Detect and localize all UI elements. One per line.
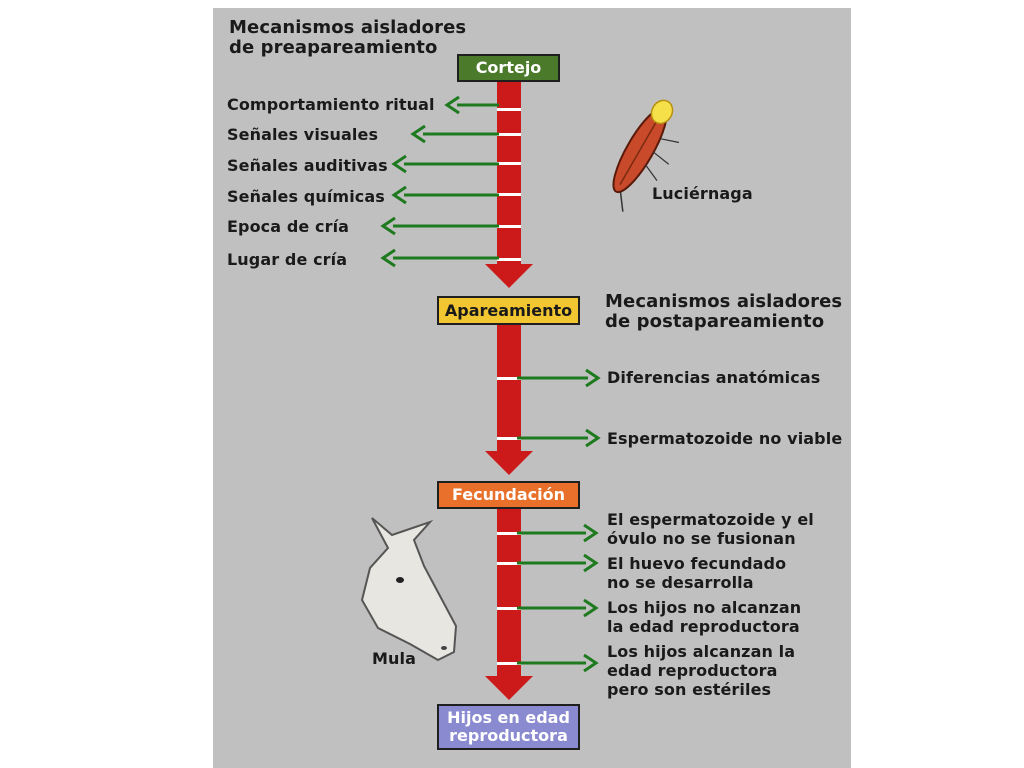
stem-notch <box>497 532 521 535</box>
stem-notch <box>497 225 521 228</box>
post-mating-label: Espermatozoide no viable <box>607 429 843 448</box>
diagram-panel <box>213 8 851 768</box>
stem-notch <box>497 377 521 380</box>
firefly-leg <box>644 164 658 181</box>
stem-segment <box>497 325 521 455</box>
stem-notch <box>497 133 521 136</box>
stem-notch <box>497 193 521 196</box>
post-mating-label: Diferencias anatómicas <box>607 368 821 387</box>
mule-eye <box>396 577 404 583</box>
stem-arrowhead <box>485 264 533 288</box>
pre-mating-arrow <box>391 185 407 205</box>
post-fertilization-label: El espermatozoide y el óvulo no se fusio… <box>607 510 814 548</box>
stem-notch <box>497 562 521 565</box>
stem-notch <box>497 437 521 440</box>
post-fertilization-arrow <box>583 598 599 618</box>
firefly-leg <box>652 151 670 165</box>
post-fertilization-arrow <box>583 523 599 543</box>
stage-mating: Apareamiento <box>437 296 580 325</box>
post-fertilization-arrow <box>583 553 599 573</box>
pre-mating-label: Señales químicas <box>227 187 385 206</box>
pre-mating-arrow <box>380 248 396 268</box>
stem-notch <box>497 108 521 111</box>
post-fertilization-label: Los hijos no alcanzan la edad reproducto… <box>607 598 802 636</box>
post-mating-arrow <box>585 428 601 448</box>
stem-segment <box>497 509 521 680</box>
pre-mating-arrow <box>444 95 460 115</box>
stem-notch <box>497 662 521 665</box>
post-mating-arrow <box>585 368 601 388</box>
stage-courtship: Cortejo <box>457 54 560 82</box>
pre-mating-heading: Mecanismos aisladores de preapareamiento <box>229 17 467 58</box>
pre-mating-label: Señales visuales <box>227 125 379 144</box>
firefly-leg <box>660 138 680 144</box>
mule-nostril <box>441 646 447 650</box>
pre-mating-arrow <box>391 154 407 174</box>
post-fertilization-label: El huevo fecundado no se desarrolla <box>607 554 787 592</box>
pre-mating-arrow <box>380 216 396 236</box>
firefly-wing-line <box>619 114 661 186</box>
stage-offspring: Hijos en edad reproductora <box>437 704 580 750</box>
stem-arrowhead <box>485 676 533 700</box>
firefly-caption: Luciérnaga <box>652 184 753 203</box>
pre-mating-label: Señales auditivas <box>227 156 388 175</box>
post-fertilization-label: Los hijos alcanzan la edad reproductora … <box>607 642 796 699</box>
pre-mating-label: Comportamiento ritual <box>227 95 435 114</box>
stage-fertilization: Fecundación <box>437 481 580 509</box>
post-mating-heading: Mecanismos aisladores de postapareamient… <box>605 291 843 332</box>
stem-segment <box>497 82 521 268</box>
firefly-illustration <box>612 99 680 212</box>
firefly-antenna <box>619 191 624 212</box>
mule-head <box>360 517 458 662</box>
post-fertilization-arrow <box>583 653 599 673</box>
pre-mating-label: Epoca de cría <box>227 217 350 236</box>
pre-mating-arrow <box>410 124 426 144</box>
mule-illustration <box>360 517 458 662</box>
stem-notch <box>497 607 521 610</box>
stem-arrowhead <box>485 451 533 475</box>
stem-notch <box>497 258 521 261</box>
stem-notch <box>497 162 521 165</box>
mule-caption: Mula <box>372 649 416 668</box>
firefly-glow <box>650 99 674 125</box>
pre-mating-label: Lugar de cría <box>227 250 348 269</box>
